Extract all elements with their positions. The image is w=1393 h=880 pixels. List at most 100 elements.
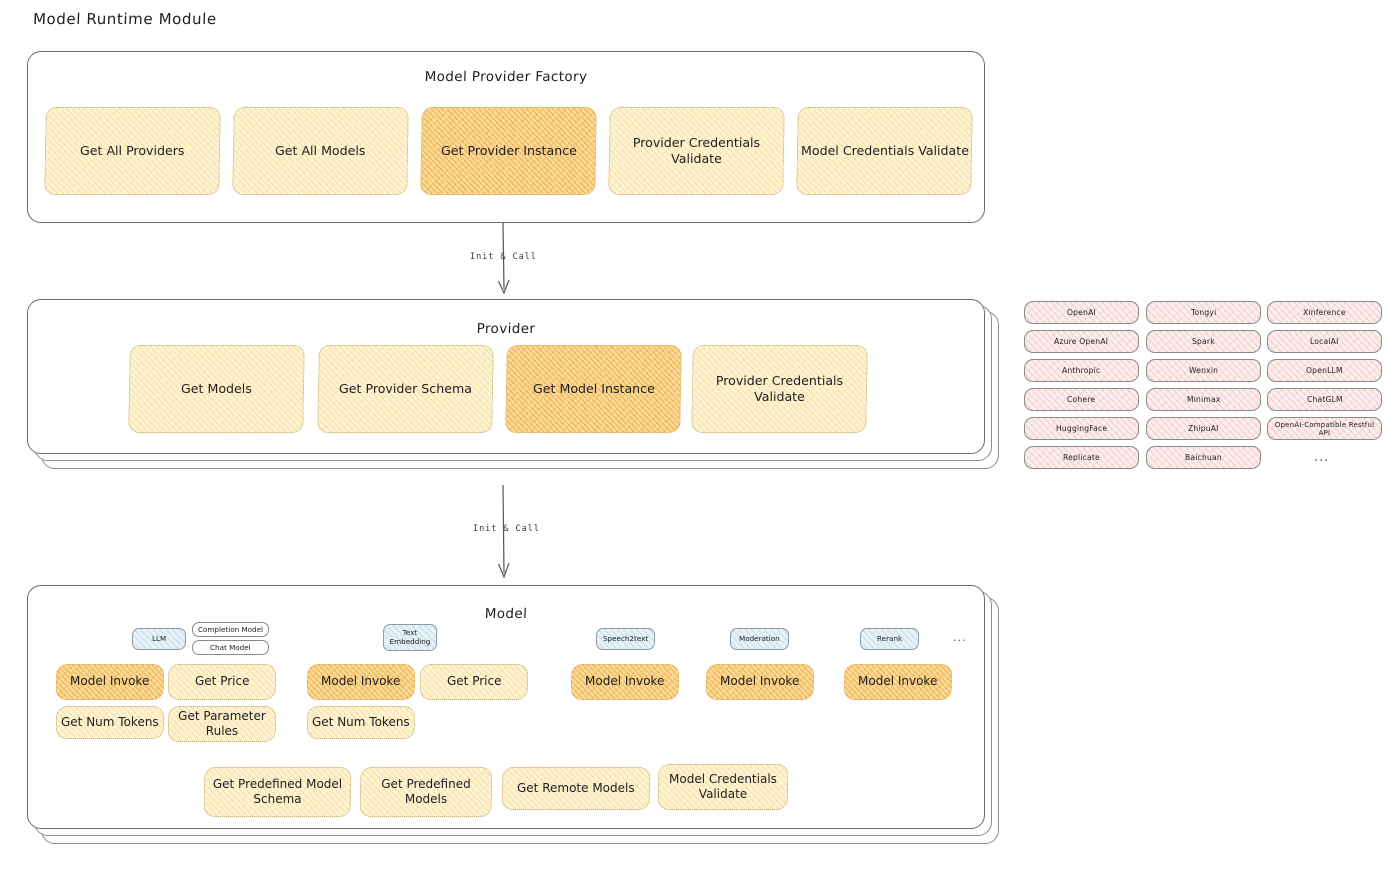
llm-method-get-num-tokens[interactable]: Get Num Tokens — [55, 706, 165, 739]
provider-chip-openllm[interactable]: OpenLLM — [1266, 359, 1383, 382]
chip-label: OpenAI — [1067, 308, 1096, 317]
provider-node-get-models[interactable]: Get Models — [128, 345, 305, 433]
node-label: Model Invoke — [585, 674, 665, 689]
model-common-get-predefined-model-schema[interactable]: Get Predefined Model Schema — [203, 767, 352, 817]
provider-title: Provider — [476, 321, 536, 337]
node-label: Model Credentials Validate — [800, 142, 969, 158]
text-embedding-method-get-num-tokens[interactable]: Get Num Tokens — [306, 706, 416, 739]
provider-chip-anthropic[interactable]: Anthropic — [1023, 359, 1140, 382]
chip-label: ChatGLM — [1306, 395, 1343, 404]
chip-label: HuggingFace — [1055, 424, 1108, 433]
provider-chip-wenxin[interactable]: Wenxin — [1145, 359, 1262, 382]
chip-label: LocalAI — [1310, 337, 1339, 346]
provider-node-provider-credentials-validate[interactable]: Provider Credentials Validate — [691, 345, 868, 433]
factory-node-get-provider-instance[interactable]: Get Provider Instance — [420, 107, 597, 195]
factory-node-model-credentials-validate[interactable]: Model Credentials Validate — [796, 107, 973, 195]
node-label: Model Credentials Validate — [669, 771, 777, 801]
model-panel: Model LLM Completion Model Chat Model Mo… — [27, 585, 985, 829]
model-type-tag-speech2text[interactable]: Speech2text — [595, 628, 656, 650]
provider-chip-xinference[interactable]: Xinference — [1266, 301, 1383, 324]
provider-chip-replicate[interactable]: Replicate — [1023, 446, 1140, 469]
node-label: Model Invoke — [720, 674, 800, 689]
node-label: Model Invoke — [858, 674, 938, 689]
tag-label: Text Embedding — [389, 627, 431, 646]
model-subtag-completion-model[interactable]: Completion Model — [191, 622, 270, 637]
llm-method-model-invoke[interactable]: Model Invoke — [55, 664, 165, 700]
node-label: Get Price — [194, 674, 250, 689]
provider-chip-localai[interactable]: LocalAI — [1266, 330, 1383, 353]
page-title: Model Runtime Module — [32, 10, 218, 28]
chip-label: Spark — [1192, 337, 1215, 346]
text-embedding-method-model-invoke[interactable]: Model Invoke — [306, 664, 416, 700]
chip-label: Minimax — [1186, 395, 1221, 404]
provider-chip-openai-compatible-restful-api[interactable]: OpenAI-Compatible Restful API — [1266, 417, 1383, 440]
text-embedding-method-get-price[interactable]: Get Price — [419, 664, 529, 700]
moderation-method-model-invoke[interactable]: Model Invoke — [705, 664, 815, 700]
provider-chip-huggingface[interactable]: HuggingFace — [1023, 417, 1140, 440]
provider-chip-cohere[interactable]: Cohere — [1023, 388, 1140, 411]
provider-chip-spark[interactable]: Spark — [1145, 330, 1262, 353]
llm-method-get-price[interactable]: Get Price — [167, 664, 277, 700]
tag-label: Rerank — [876, 633, 903, 643]
node-label: Get Predefined Model Schema — [212, 776, 343, 806]
model-type-tag-text-embedding[interactable]: Text Embedding — [382, 624, 438, 651]
chip-label: ZhipuAI — [1188, 424, 1219, 433]
model-common-model-credentials-validate[interactable]: Model Credentials Validate — [657, 764, 789, 810]
factory-node-get-all-models[interactable]: Get All Models — [232, 107, 409, 195]
model-type-tag-moderation[interactable]: Moderation — [729, 628, 790, 650]
node-label: Get All Providers — [80, 142, 185, 158]
model-subtag-chat-model[interactable]: Chat Model — [191, 640, 270, 655]
node-label: Get Parameter Rules — [178, 708, 266, 738]
provider-chip-azure-openai[interactable]: Azure OpenAI — [1023, 330, 1140, 353]
provider-chip-tongyi[interactable]: Tongyi — [1145, 301, 1262, 324]
node-label: Model Invoke — [70, 674, 150, 689]
provider-list-more: ... — [1314, 450, 1330, 465]
factory-node-get-all-providers[interactable]: Get All Providers — [44, 107, 221, 195]
model-common-get-predefined-models[interactable]: Get Predefined Models — [359, 767, 493, 817]
provider-chip-openai[interactable]: OpenAI — [1023, 301, 1140, 324]
provider-chip-zhipuai[interactable]: ZhipuAI — [1145, 417, 1262, 440]
node-label: Get Predefined Models — [381, 776, 471, 806]
model-type-tag-llm[interactable]: LLM — [131, 628, 187, 650]
connector-factory-to-provider — [497, 222, 510, 295]
node-label: Get Provider Schema — [339, 380, 472, 396]
model-provider-factory-panel: Model Provider Factory Get All Providers… — [27, 51, 985, 223]
factory-node-provider-credentials-validate[interactable]: Provider Credentials Validate — [608, 107, 785, 195]
subtag-label: Completion Model — [197, 625, 264, 634]
chip-label: Wenxin — [1188, 366, 1219, 375]
connector-2-label: Init & Call — [473, 524, 540, 534]
node-label: Get Model Instance — [532, 380, 655, 396]
model-common-get-remote-models[interactable]: Get Remote Models — [501, 767, 651, 810]
node-label: Get Provider Instance — [440, 142, 577, 158]
provider-chip-baichuan[interactable]: Baichuan — [1145, 446, 1262, 469]
model-provider-factory-title: Model Provider Factory — [424, 69, 588, 85]
chip-label: Cohere — [1067, 395, 1096, 404]
node-label: Provider Credentials Validate — [715, 372, 844, 404]
rerank-method-model-invoke[interactable]: Model Invoke — [843, 664, 953, 700]
llm-method-get-parameter-rules[interactable]: Get Parameter Rules — [167, 706, 277, 742]
tag-label: LLM — [151, 633, 167, 643]
node-label: Get Num Tokens — [61, 714, 159, 729]
chip-label: Baichuan — [1185, 453, 1222, 462]
node-label: Get Num Tokens — [312, 714, 410, 729]
node-label: Get Models — [181, 380, 252, 396]
model-type-tag-rerank[interactable]: Rerank — [859, 628, 920, 650]
connector-1-label: Init & Call — [470, 252, 537, 262]
provider-panel: Provider Get Models Get Provider Schema … — [27, 299, 985, 454]
speech2text-method-model-invoke[interactable]: Model Invoke — [570, 664, 680, 700]
model-types-more: ... — [953, 631, 967, 644]
provider-node-get-provider-schema[interactable]: Get Provider Schema — [317, 345, 494, 433]
node-label: Model Invoke — [321, 674, 401, 689]
provider-list: OpenAI Azure OpenAI Anthropic Cohere Hug… — [1023, 301, 1384, 476]
provider-chip-chatglm[interactable]: ChatGLM — [1266, 388, 1383, 411]
chip-label: OpenLLM — [1306, 366, 1343, 375]
chip-label: Tongyi — [1190, 308, 1217, 317]
model-title: Model — [484, 606, 528, 622]
node-label: Get All Models — [275, 142, 366, 158]
node-label: Get Price — [446, 674, 502, 689]
provider-chip-minimax[interactable]: Minimax — [1145, 388, 1262, 411]
tag-label: Moderation — [739, 633, 780, 643]
provider-node-get-model-instance[interactable]: Get Model Instance — [505, 345, 682, 433]
node-label: Provider Credentials Validate — [632, 134, 761, 166]
chip-label: OpenAI-Compatible Restful API — [1274, 420, 1375, 437]
